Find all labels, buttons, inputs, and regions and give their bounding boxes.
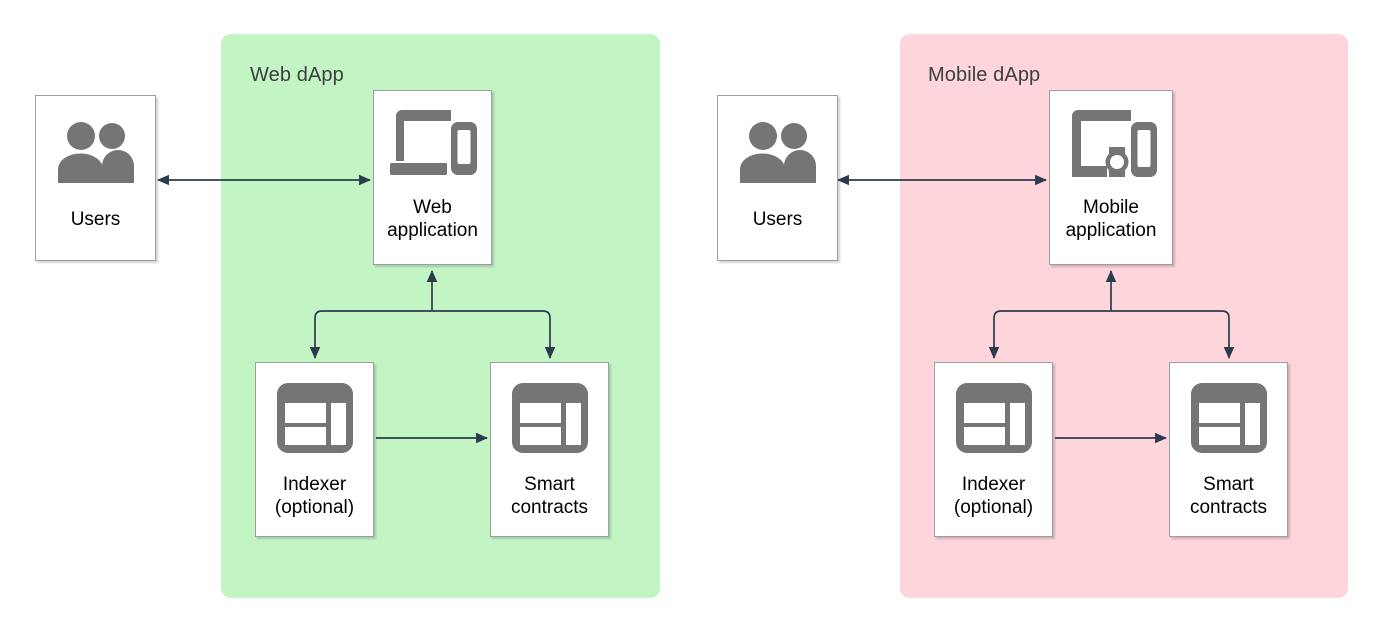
desktop-phone-icon bbox=[374, 91, 491, 196]
dashboard-icon bbox=[1170, 363, 1287, 473]
node-caption: Web application bbox=[387, 197, 478, 241]
node-mobile-indexer[interactable]: Indexer (optional) bbox=[934, 362, 1053, 537]
node-caption: Users bbox=[752, 209, 803, 230]
node-caption: Smart contracts bbox=[1189, 474, 1268, 518]
dashboard-icon bbox=[256, 363, 373, 473]
desktop-watch-phone-icon bbox=[1050, 91, 1172, 196]
group-label-web-dapp: Web dApp bbox=[250, 64, 344, 86]
node-caption: Smart contracts bbox=[510, 474, 589, 518]
node-caption: Indexer (optional) bbox=[274, 474, 355, 518]
people-icon bbox=[36, 96, 155, 208]
node-caption: Indexer (optional) bbox=[953, 474, 1034, 518]
node-caption: Mobile application bbox=[1065, 197, 1157, 241]
node-web-application[interactable]: Web application bbox=[373, 90, 492, 265]
dashboard-icon bbox=[935, 363, 1052, 473]
group-label-mobile-dapp: Mobile dApp bbox=[928, 64, 1041, 86]
people-icon bbox=[718, 96, 837, 208]
node-web-indexer[interactable]: Indexer (optional) bbox=[255, 362, 374, 537]
node-web-smart-contracts[interactable]: Smart contracts bbox=[490, 362, 609, 537]
node-mobile-application[interactable]: Mobile application bbox=[1049, 90, 1173, 265]
node-mobile-users[interactable]: Users bbox=[717, 95, 838, 261]
node-web-users[interactable]: Users bbox=[35, 95, 156, 261]
node-caption: Users bbox=[70, 209, 121, 230]
dashboard-icon bbox=[491, 363, 608, 473]
node-mobile-smart-contracts[interactable]: Smart contracts bbox=[1169, 362, 1288, 537]
